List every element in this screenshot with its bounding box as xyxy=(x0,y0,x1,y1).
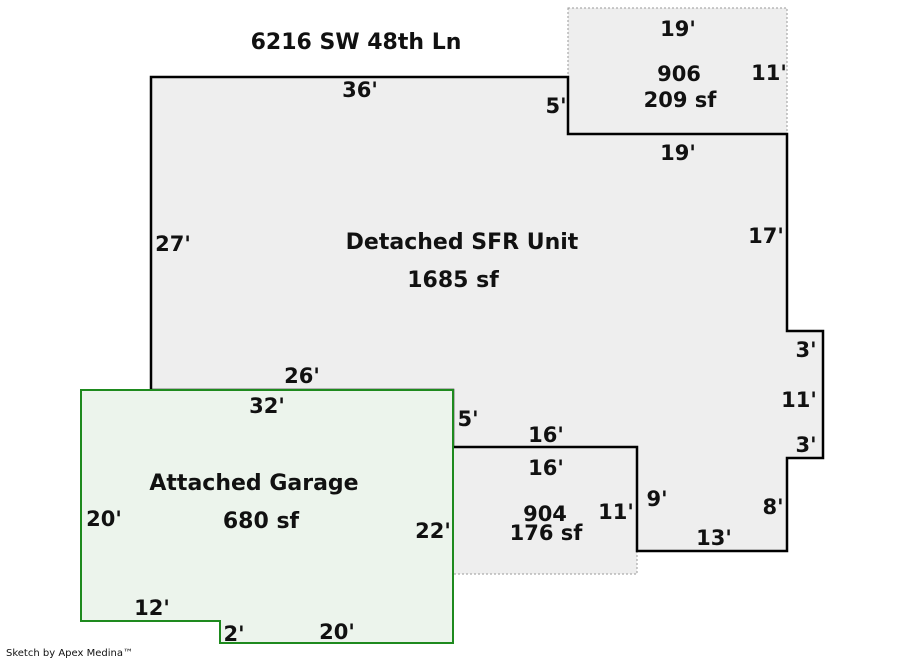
dim-bump-11: 11' xyxy=(781,388,817,412)
dim-right-8: 8' xyxy=(762,495,783,519)
addition-bottom-code: 904 xyxy=(523,502,567,526)
main-house-area: 1685 sf xyxy=(407,268,499,293)
dim-bump-3-a: 3' xyxy=(795,338,816,362)
dim-top-36: 36' xyxy=(342,78,378,102)
dim-garage-32: 32' xyxy=(249,394,285,418)
dim-garage-20-left: 20' xyxy=(86,507,122,531)
dim-step-5: 5' xyxy=(457,407,478,431)
sketch-credit: Sketch by Apex Medina™ xyxy=(6,648,133,659)
dim-inner-16-b: 16' xyxy=(528,456,564,480)
garage-name: Attached Garage xyxy=(149,471,358,496)
dim-inner-16-a: 16' xyxy=(528,423,564,447)
addition-top-area: 209 sf xyxy=(644,88,718,112)
dim-bottom-13: 13' xyxy=(696,526,732,550)
dim-garage-20-bottom: 20' xyxy=(319,620,355,644)
garage-outline xyxy=(80,389,454,644)
dim-inner-9: 9' xyxy=(646,487,667,511)
main-house-name: Detached SFR Unit xyxy=(346,230,579,255)
addition-bottom-area: 176 sf xyxy=(510,521,584,545)
dim-bump-3-b: 3' xyxy=(795,433,816,457)
dim-garage-2: 2' xyxy=(223,622,244,646)
dim-left-27: 27' xyxy=(155,232,191,256)
address-title: 6216 SW 48th Ln xyxy=(251,30,462,55)
dim-top-step-5: 5' xyxy=(545,94,566,118)
dim-garage-12: 12' xyxy=(134,596,170,620)
dim-garage-22: 22' xyxy=(415,519,451,543)
dim-addition-bottom-11: 11' xyxy=(598,500,634,524)
dim-top-26: 26' xyxy=(284,364,320,388)
dim-right-17: 17' xyxy=(748,224,784,248)
garage-area: 680 sf xyxy=(223,509,300,534)
dim-addition-top-11: 11' xyxy=(751,61,787,85)
dim-addition-top-19-b: 19' xyxy=(660,141,696,165)
addition-top-code: 906 xyxy=(657,62,701,86)
dim-addition-top-19-a: 19' xyxy=(660,17,696,41)
